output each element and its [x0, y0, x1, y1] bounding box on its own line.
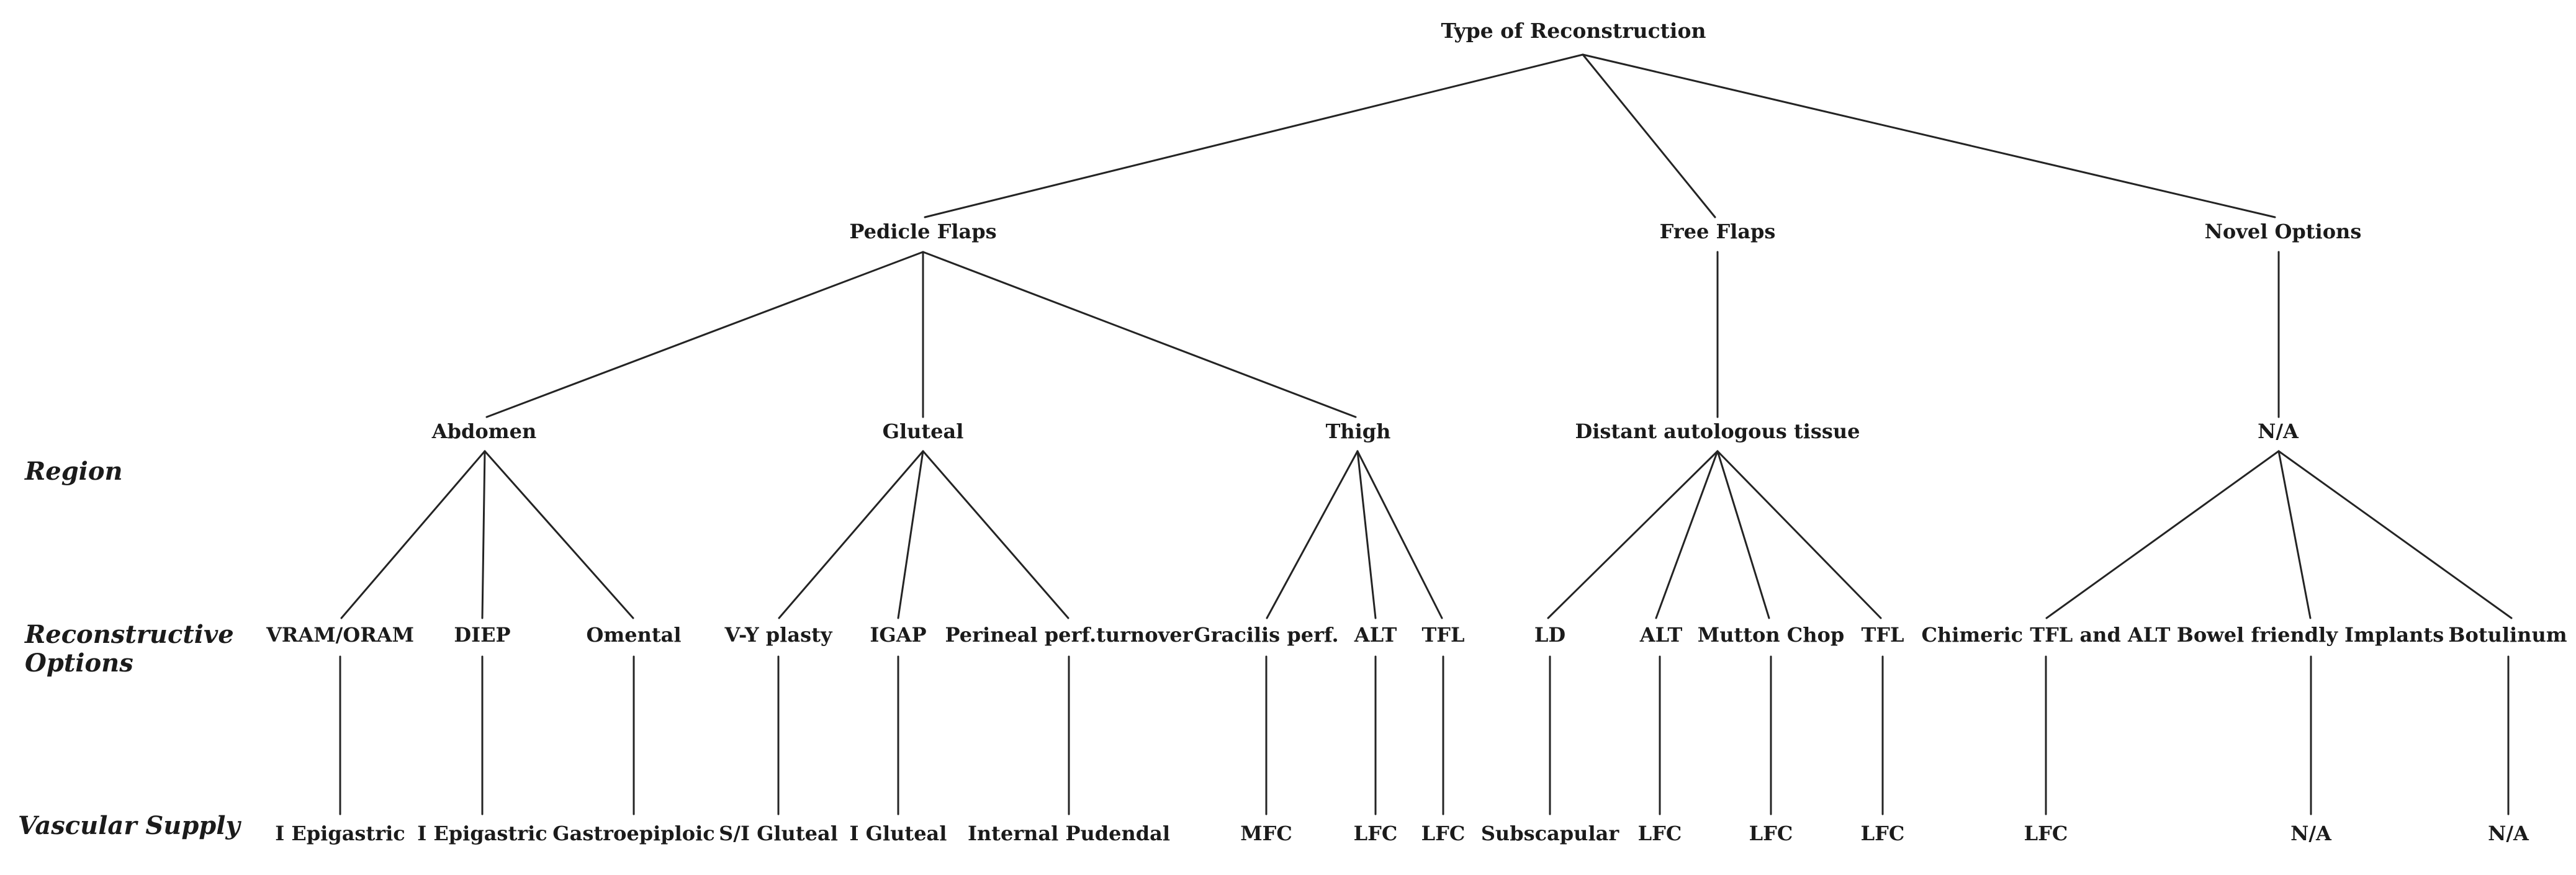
- node-vascular-i-epigastric-1: I Epigastric: [275, 822, 405, 845]
- node-vascular-i-epigastric-2: I Epigastric: [417, 822, 547, 845]
- node-vascular-lfc-1: LFC: [1353, 822, 1398, 845]
- edge-thigh-tfl: [1356, 450, 1443, 619]
- edge-thigh-alt: [1356, 450, 1377, 619]
- edge-na-chimeric: [2045, 450, 2280, 619]
- edge-distant-alt: [1655, 450, 1719, 619]
- node-region-gluteal: Gluteal: [882, 420, 964, 443]
- node-option-ld: LD: [1534, 623, 1566, 647]
- row-label-reconstructive-options: Reconstructive Options: [25, 620, 234, 678]
- node-option-chimeric-tfl-and-alt: Chimeric TFL and ALT: [1921, 623, 2171, 647]
- edge-root-novel-options: [1582, 53, 2276, 218]
- edge-root-pedicle-flaps: [924, 53, 1584, 218]
- node-region-na: N/A: [2258, 420, 2299, 443]
- edge-root-free-flaps: [1582, 53, 1716, 218]
- edge-na-bowel-implants: [2277, 450, 2312, 619]
- node-option-vy-plasty: V-Y plasty: [724, 623, 832, 647]
- edge-thigh-gracilis: [1266, 450, 1359, 619]
- edge-pedicle-abdomen: [485, 251, 924, 418]
- node-branch-pedicle-flaps: Pedicle Flaps: [849, 220, 997, 243]
- node-vascular-subscapular: Subscapular: [1480, 822, 1619, 845]
- node-region-abdomen: Abdomen: [431, 420, 537, 443]
- node-option-alt-thigh: ALT: [1354, 623, 1397, 647]
- node-vascular-lfc-2: LFC: [1421, 822, 1466, 845]
- node-option-omental: Omental: [586, 623, 682, 647]
- node-vascular-lfc-5: LFC: [1860, 822, 1905, 845]
- node-option-alt-free: ALT: [1639, 623, 1683, 647]
- edge-distant-ld: [1547, 450, 1719, 619]
- node-option-vram-oram: VRAM/ORAM: [266, 623, 415, 647]
- node-vascular-lfc-3: LFC: [1637, 822, 1682, 845]
- edge-distant-tfl: [1716, 450, 1882, 619]
- node-branch-free-flaps: Free Flaps: [1659, 220, 1776, 243]
- node-region-distant-autologous-tissue: Distant autologous tissue: [1575, 420, 1860, 443]
- node-vascular-lfc-6: LFC: [2024, 822, 2068, 845]
- node-vascular-si-gluteal: S/I Gluteal: [719, 822, 838, 845]
- node-vascular-i-gluteal: I Gluteal: [849, 822, 947, 845]
- node-option-tfl-thigh: TFL: [1421, 623, 1465, 647]
- edge-abdomen-omental: [484, 450, 634, 619]
- edge-na-botulinum: [2277, 450, 2513, 619]
- node-option-botulinum: Botulinum: [2448, 623, 2567, 647]
- node-vascular-gastroepiploic: Gastroepiploic: [552, 822, 715, 845]
- node-option-bowel-friendly-implants: Bowel friendly Implants: [2176, 623, 2444, 647]
- node-vascular-lfc-4: LFC: [1749, 822, 1793, 845]
- edge-gluteal-vy-plasty: [778, 450, 924, 619]
- row-label-region: Region: [25, 457, 123, 486]
- node-option-mutton-chop: Mutton Chop: [1697, 623, 1845, 647]
- node-option-igap: IGAP: [870, 623, 927, 647]
- node-root: Type of Reconstruction: [1441, 19, 1706, 43]
- edge-pedicle-thigh: [922, 251, 1357, 418]
- edge-abdomen-vram-oram: [340, 450, 486, 619]
- node-option-gracilis-perf: Gracilis perf.: [1194, 623, 1339, 647]
- edge-abdomen-diep: [481, 450, 486, 619]
- edge-gluteal-perineal: [922, 450, 1070, 619]
- node-branch-novel-options: Novel Options: [2204, 220, 2362, 243]
- node-option-diep: DIEP: [454, 623, 511, 647]
- node-vascular-mfc: MFC: [1240, 822, 1292, 845]
- node-vascular-na-1: N/A: [2290, 822, 2331, 845]
- edge-gluteal-igap: [897, 450, 924, 619]
- node-option-tfl-free: TFL: [1861, 623, 1904, 647]
- node-vascular-internal-pudendal: Internal Pudendal: [967, 822, 1171, 845]
- row-label-vascular-supply: Vascular Supply: [18, 811, 240, 840]
- node-option-perineal-perf-turnover: Perineal perf.turnover: [945, 623, 1193, 647]
- node-region-thigh: Thigh: [1325, 420, 1391, 443]
- node-vascular-na-2: N/A: [2488, 822, 2529, 845]
- edge-distant-mutton-chop: [1716, 450, 1770, 619]
